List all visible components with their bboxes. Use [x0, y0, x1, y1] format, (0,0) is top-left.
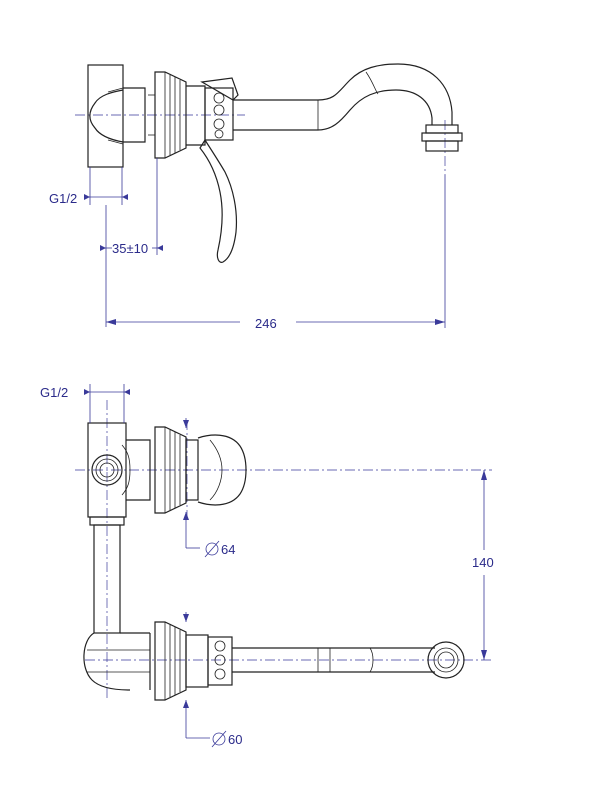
- top-upper-diameter-dimension: 64: [183, 418, 235, 558]
- top-vertical-pipe: [83, 516, 151, 691]
- side-lever-handle: [199, 77, 239, 263]
- side-view: G1/2 35±10 246: [49, 63, 463, 331]
- side-valve-body: [186, 85, 234, 146]
- top-lower-flange: [154, 621, 233, 701]
- side-depth-label: 35±10: [112, 241, 148, 256]
- side-thread-label: G1/2: [49, 191, 77, 206]
- top-spout: [232, 641, 465, 679]
- side-length-label: 246: [255, 316, 277, 331]
- side-length-dimension: 246: [106, 175, 446, 331]
- top-height-dimension: 140: [472, 470, 494, 660]
- top-lower-diameter-dimension: 60: [183, 612, 242, 748]
- side-wall-body: [87, 64, 146, 168]
- side-thread-dimension: G1/2: [49, 167, 128, 206]
- diameter-symbol-upper: [204, 540, 220, 558]
- diameter-symbol-lower: [211, 730, 227, 748]
- top-view: G1/2 64 140: [40, 384, 494, 748]
- top-height-label: 140: [472, 555, 494, 570]
- top-upper-diameter-label: 64: [221, 542, 235, 557]
- top-lower-diameter-label: 60: [228, 732, 242, 747]
- top-upper-flange: [154, 426, 199, 514]
- top-handle-knob: [197, 434, 247, 506]
- side-spout: [233, 63, 463, 152]
- top-thread-label: G1/2: [40, 385, 68, 400]
- top-thread-dimension: G1/2: [40, 384, 130, 423]
- side-depth-dimension: 35±10: [100, 158, 163, 327]
- side-flange: [148, 71, 187, 159]
